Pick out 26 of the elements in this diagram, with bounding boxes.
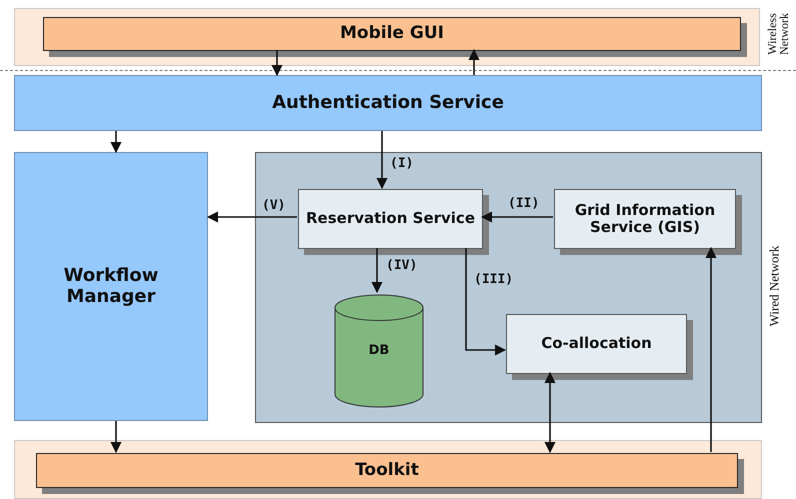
node-label: Co-allocation [540,335,653,353]
network-band [14,8,760,66]
grid-panel [255,152,762,423]
service-box [14,152,208,421]
arrow [110,131,122,154]
arrow [480,211,553,223]
arrow [376,131,388,190]
network-label: Wired Network [766,246,782,326]
arrow [271,50,283,76]
arrow [110,421,122,454]
arrow [465,248,506,356]
network-band [14,440,762,499]
arrow [544,372,556,454]
service-box [14,75,762,131]
node-label: Workflow Manager [62,266,160,308]
arrow [705,246,717,452]
node-label: Mobile GUI [339,24,445,44]
arrow [371,248,383,294]
network-label: Wireless Network [766,12,790,57]
node-label: Grid Information Service (GIS) [574,202,716,236]
arrow [468,48,480,75]
arrow [206,211,297,223]
node-label: Reservation Service [305,210,476,228]
node-label: Toolkit [354,460,420,480]
node-label: Authentication Service [271,92,505,114]
node-label: DB [368,344,390,358]
